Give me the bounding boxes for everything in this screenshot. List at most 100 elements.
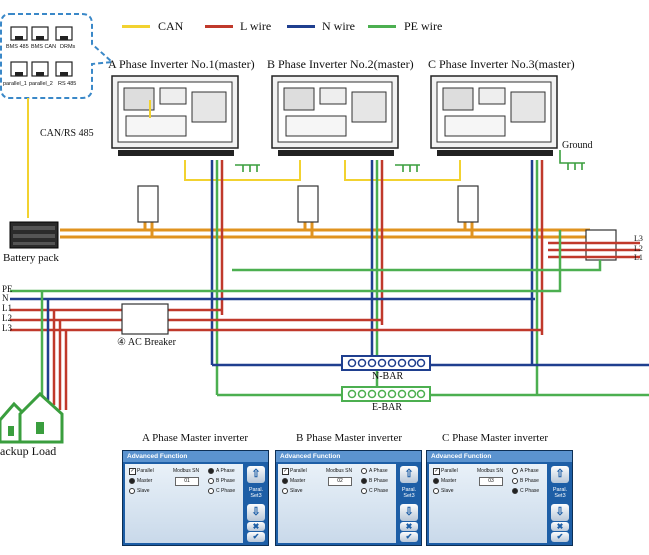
inverter-3: [430, 75, 558, 149]
panel-c-phase-a-label: A Phase: [520, 468, 539, 474]
panel-a-down-arrow-icon[interactable]: ⇩: [247, 504, 265, 521]
port-label-parallel2: parallel_2: [29, 81, 53, 87]
left-label-l1: L1: [2, 303, 12, 313]
panel-a-slave-radio[interactable]: [129, 488, 135, 494]
panel-c-master-label: Master: [441, 478, 457, 484]
port-label-bmscan: BMS CAN: [31, 44, 57, 50]
panel-c-phase-b-label: B Phase: [520, 478, 539, 484]
panel-a-side-label: Paral. Set3: [248, 487, 264, 499]
port-label-rs485: RS 485: [58, 81, 77, 87]
battery-pack: [9, 221, 59, 249]
panel-c: Advanced Function ✓ Parallel Master Slav…: [426, 450, 573, 546]
can-rs485-label: CAN/RS 485: [40, 128, 94, 139]
panel-a-phase-c-radio[interactable]: [208, 488, 214, 494]
legend-swatch-pe-wire: [368, 25, 396, 28]
panel-c-modbus-label: Modbus SN: [477, 468, 504, 474]
grid-lines: [548, 241, 640, 259]
panel-b-modbus-value[interactable]: 02: [328, 477, 352, 486]
port-callout: [0, 13, 115, 99]
panel-a-phase-b-label: B Phase: [216, 478, 235, 484]
ground-label: Ground: [562, 140, 593, 151]
panel-a-modbus-value[interactable]: 01: [175, 477, 199, 486]
n-bar: [341, 355, 431, 371]
panel-a-master-label: Master: [137, 478, 153, 484]
e-bar-label: E-BAR: [372, 402, 402, 413]
grid-label-l3: L3: [634, 234, 643, 243]
panel-a-up-arrow-icon[interactable]: ⇧: [247, 466, 265, 483]
legend-swatch-l-wire: [205, 25, 233, 28]
legend-swatch-can: [122, 25, 150, 28]
panel-c-master-radio[interactable]: [433, 478, 439, 484]
panel-c-modbus-value[interactable]: 03: [479, 477, 503, 486]
panel-b-phase-b-radio[interactable]: [361, 478, 367, 484]
panel-c-side-label: Paral. Set3: [552, 487, 568, 499]
panel-a-confirm-icon[interactable]: ✔: [247, 532, 265, 542]
panel-c-close-icon[interactable]: ✖: [551, 522, 569, 531]
panel-b-phase-c-label: C Phase: [369, 488, 389, 494]
panel-b-slave-radio[interactable]: [282, 488, 288, 494]
inverter-1: [111, 75, 239, 149]
panel-a-phase-b-radio[interactable]: [208, 478, 214, 484]
grid-label-l2: L2: [634, 244, 643, 253]
port-label-parallel1: parallel_1: [3, 81, 27, 87]
connector-strips: [118, 150, 553, 156]
can-chain: [149, 100, 461, 181]
panel-b-down-arrow-icon[interactable]: ⇩: [400, 504, 418, 521]
panel-a-parallel-checkbox[interactable]: ✓: [129, 468, 136, 475]
inverter-3-title: C Phase Inverter No.3(master): [428, 57, 575, 71]
port-jacks-row2: [10, 61, 73, 77]
left-label-l2: L2: [2, 313, 12, 323]
panel-a-modbus-label: Modbus SN: [173, 468, 200, 474]
house-icon: [0, 391, 64, 444]
panel-c-up-arrow-icon[interactable]: ⇧: [551, 466, 569, 483]
panel-a-close-icon[interactable]: ✖: [247, 522, 265, 531]
e-bar: [341, 386, 431, 402]
dc-breakers: [137, 185, 479, 223]
legend-label-n-wire: N wire: [322, 19, 355, 33]
ac-breaker: [121, 303, 169, 335]
panel-c-header: Advanced Function: [427, 451, 572, 462]
panel-c-confirm-icon[interactable]: ✔: [551, 532, 569, 542]
panel-a-master-radio[interactable]: [129, 478, 135, 484]
battery-pack-label: Battery pack: [3, 252, 59, 264]
panel-b-master-radio[interactable]: [282, 478, 288, 484]
legend-label-can: CAN: [158, 19, 184, 33]
pe-horizontal: [10, 230, 602, 293]
panel-a-title: A Phase Master inverter: [142, 432, 248, 444]
panel-b-phase-a-label: A Phase: [369, 468, 388, 474]
port-label-bms485: BMS 485: [6, 44, 29, 50]
left-label-l3: L3: [2, 323, 12, 333]
panel-c-slave-label: Slave: [441, 488, 454, 494]
backup-load-wires: [40, 291, 68, 410]
legend-label-l-wire: L wire: [240, 19, 272, 33]
panel-c-phase-c-radio[interactable]: [512, 488, 518, 494]
ac-breaker-label: ④ AC Breaker: [117, 337, 176, 348]
panel-b-parallel-checkbox[interactable]: ✓: [282, 468, 289, 475]
panel-b-up-arrow-icon[interactable]: ⇧: [400, 466, 418, 483]
panel-c-slave-radio[interactable]: [433, 488, 439, 494]
panel-c-phase-b-radio[interactable]: [512, 478, 518, 484]
panel-a: Advanced Function ✓ Parallel Master Slav…: [122, 450, 269, 546]
inverter-2-title: B Phase Inverter No.2(master): [267, 57, 414, 71]
panel-b-phase-b-label: B Phase: [369, 478, 388, 484]
panel-b-phase-c-radio[interactable]: [361, 488, 367, 494]
panel-b-confirm-icon[interactable]: ✔: [400, 532, 418, 542]
left-label-n: N: [2, 293, 9, 303]
panel-a-slave-label: Slave: [137, 488, 150, 494]
panel-c-down-arrow-icon[interactable]: ⇩: [551, 504, 569, 521]
panel-c-sidebar: ⇧ ⇩ ✖ ✔: [550, 464, 570, 543]
panel-b-sidebar: ⇧ ⇩ ✖ ✔: [399, 464, 419, 543]
panel-c-phase-a-radio[interactable]: [512, 468, 518, 474]
panel-a-phase-a-radio[interactable]: [208, 468, 214, 474]
panel-c-parallel-checkbox[interactable]: ✓: [433, 468, 440, 475]
inverter-2: [271, 75, 399, 149]
grid-breaker: [585, 229, 617, 261]
l-horizontal: [10, 308, 542, 332]
legend-label-pe-wire: PE wire: [404, 19, 443, 33]
panel-b-close-icon[interactable]: ✖: [400, 522, 418, 531]
panel-b-phase-a-radio[interactable]: [361, 468, 367, 474]
panel-b-header: Advanced Function: [276, 451, 421, 462]
port-jacks-row1: [10, 26, 73, 41]
panel-c-parallel-label: Parallel: [441, 468, 458, 474]
panel-a-header: Advanced Function: [123, 451, 268, 462]
